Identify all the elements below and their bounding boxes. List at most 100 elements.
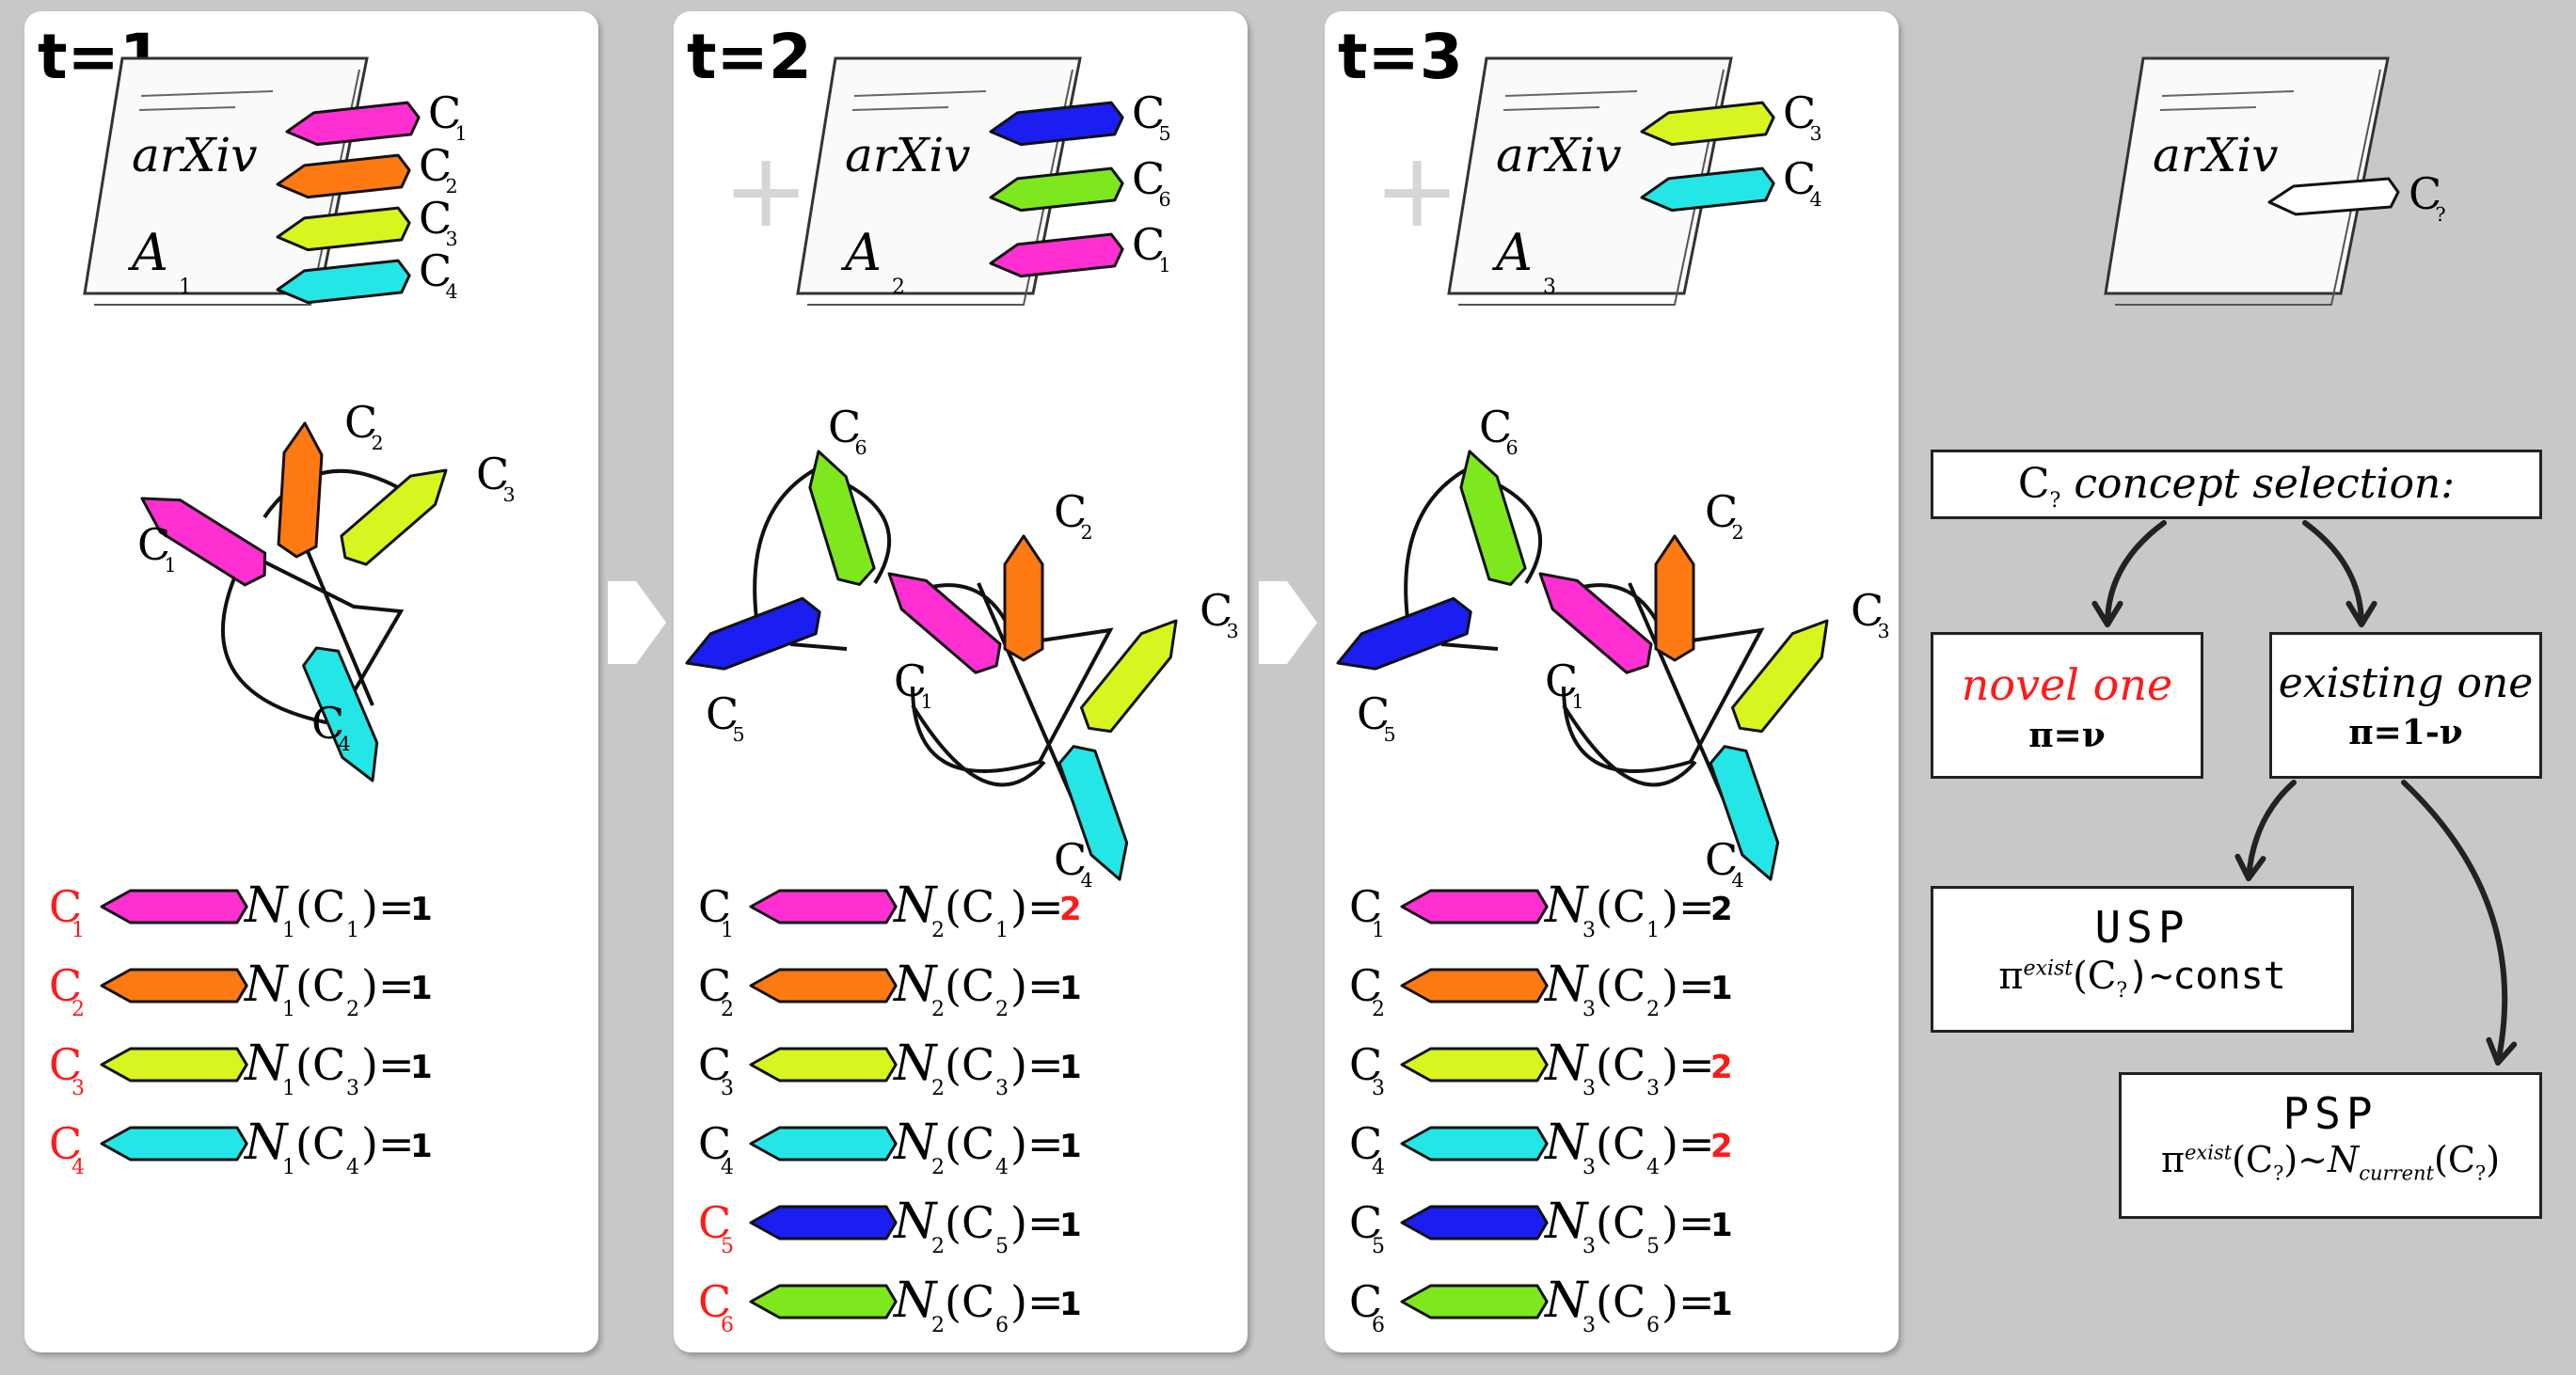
count-arg-sub: 6 bbox=[1646, 1314, 1660, 1337]
count-equals: )= bbox=[1010, 1276, 1064, 1327]
count-value: 1 bbox=[1710, 1207, 1733, 1244]
concept-label: C bbox=[1479, 402, 1512, 452]
usp-formula: πexist(C?)~const bbox=[1933, 955, 2351, 1003]
document-label: A bbox=[840, 223, 882, 282]
count-symbol: N bbox=[1543, 1193, 1589, 1250]
formula-part: (C bbox=[2434, 1139, 2475, 1180]
pi-symbol: π bbox=[1998, 955, 2024, 998]
formula-part: (C bbox=[2073, 955, 2117, 998]
row-concept-marker bbox=[1400, 1205, 1549, 1241]
count-arg: (C bbox=[295, 881, 345, 932]
row-concept-marker bbox=[749, 1284, 898, 1320]
count-equals: )= bbox=[1010, 960, 1064, 1011]
document-label: A bbox=[1491, 223, 1533, 282]
psp-formula: πexist(C?)~Ncurrent(C?) bbox=[2122, 1139, 2539, 1185]
document-page-back bbox=[94, 69, 360, 306]
count-equals: )= bbox=[1662, 960, 1715, 1011]
concept-label: C bbox=[419, 245, 452, 296]
count-symbol: N bbox=[1543, 1114, 1589, 1171]
concept-label: C bbox=[1851, 585, 1884, 636]
row-concept-sub: 2 bbox=[1372, 998, 1385, 1021]
concept-marker bbox=[808, 450, 876, 586]
concept-label-sub: 1 bbox=[1159, 254, 1171, 277]
concept-marker bbox=[1709, 745, 1780, 881]
document-page bbox=[2104, 56, 2390, 295]
arrow-to-existing bbox=[2302, 520, 2364, 627]
concept-label-sub: ? bbox=[2436, 203, 2446, 226]
concept-label: C bbox=[1054, 486, 1087, 537]
count-arg: (C bbox=[1596, 1276, 1646, 1327]
row-concept-marker bbox=[749, 968, 898, 1004]
concept-label: C bbox=[894, 656, 927, 706]
count-arg: (C bbox=[295, 960, 345, 1011]
count-value: 1 bbox=[410, 1128, 433, 1165]
count-arg-sub: 1 bbox=[1646, 919, 1660, 942]
row-concept-marker bbox=[100, 1047, 248, 1083]
concept-selection-box: C? concept selection: bbox=[1931, 450, 2542, 519]
concept-marker bbox=[1730, 619, 1829, 734]
count-arg: (C bbox=[295, 1039, 345, 1090]
psp-title: PSP bbox=[2282, 1088, 2378, 1139]
novel-title: novel one bbox=[1961, 659, 2173, 710]
count-equals: )= bbox=[1010, 881, 1064, 932]
concept-label-sub: 3 bbox=[1227, 620, 1239, 642]
count-value: 2 bbox=[1710, 891, 1733, 928]
concept-label: C bbox=[476, 449, 509, 499]
exist-sup: exist bbox=[2023, 956, 2074, 981]
count-arg: (C bbox=[945, 1039, 994, 1090]
count-value: 2 bbox=[1710, 1128, 1733, 1165]
count-arg-sub: 1 bbox=[346, 919, 359, 942]
count-symbol: N bbox=[892, 1272, 938, 1329]
row-concept-marker bbox=[100, 1126, 248, 1162]
count-equals: )= bbox=[361, 1118, 415, 1169]
selection-title: concept selection: bbox=[2060, 460, 2456, 508]
row-concept-label: C bbox=[49, 1039, 82, 1090]
count-arg-sub: 3 bbox=[995, 1077, 1009, 1100]
row-concept-label: C bbox=[1349, 1118, 1382, 1169]
count-value: 1 bbox=[410, 970, 433, 1007]
row-concept-label: C bbox=[698, 881, 731, 932]
count-arg-sub: 6 bbox=[995, 1314, 1009, 1337]
row-concept-marker bbox=[749, 1047, 898, 1083]
row-concept-sub: 3 bbox=[1372, 1077, 1385, 1100]
formula-part: (C bbox=[2232, 1139, 2274, 1180]
concept-label-sub: 1 bbox=[165, 554, 177, 577]
row-concept-label: C bbox=[49, 960, 82, 1011]
count-symbol: N bbox=[892, 1193, 938, 1250]
concept-label: C bbox=[419, 193, 452, 244]
concept-label-sub: 3 bbox=[503, 483, 516, 506]
concept-label-sub: 2 bbox=[1732, 521, 1744, 544]
count-value: 1 bbox=[1059, 970, 1082, 1007]
concept-marker bbox=[1003, 534, 1044, 662]
concept-label-sub: 2 bbox=[372, 432, 384, 454]
arrow-to-existing-head bbox=[2345, 600, 2377, 627]
count-symbol-sub: 1 bbox=[282, 919, 295, 942]
count-symbol-sub: 2 bbox=[931, 1235, 945, 1258]
concept-marker bbox=[685, 596, 821, 671]
document-label: A bbox=[127, 223, 168, 282]
count-symbol-sub: 2 bbox=[931, 1077, 945, 1100]
existing-formula: π=1-ν bbox=[2348, 713, 2463, 752]
count-symbol-sub: 2 bbox=[931, 1156, 945, 1179]
concept-label-sub: 4 bbox=[1810, 188, 1822, 211]
concept-label-sub: 1 bbox=[921, 690, 933, 713]
count-arg: (C bbox=[945, 960, 994, 1011]
count-symbol: N bbox=[1543, 877, 1589, 934]
count-symbol-sub: 1 bbox=[282, 1156, 295, 1179]
row-concept-marker bbox=[1400, 968, 1549, 1004]
concept-label: C bbox=[1705, 486, 1738, 537]
concept-label-sub: 6 bbox=[855, 436, 867, 459]
count-arg-sub: 2 bbox=[346, 998, 359, 1021]
count-arg: (C bbox=[1596, 960, 1646, 1011]
count-symbol-sub: 3 bbox=[1582, 1235, 1596, 1258]
row-concept-label: C bbox=[698, 960, 731, 1011]
count-value: 1 bbox=[410, 1049, 433, 1086]
